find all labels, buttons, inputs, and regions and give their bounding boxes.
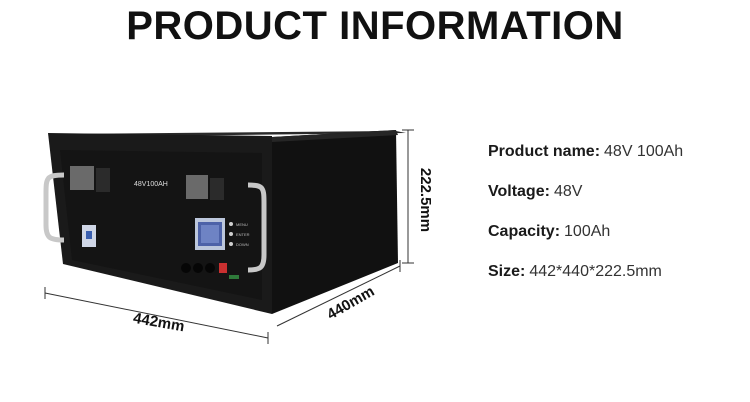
page-title: PRODUCT INFORMATION xyxy=(126,4,624,48)
svg-text:ENTER: ENTER xyxy=(236,232,250,237)
menu-button xyxy=(229,222,233,226)
terminal-positive xyxy=(70,166,94,190)
svg-text:DOWN: DOWN xyxy=(236,242,249,247)
spec-value: 48V 100Ah xyxy=(604,143,684,160)
spec-value: 100Ah xyxy=(564,223,611,240)
spec-row-capacity: Capacity:100Ah xyxy=(488,223,748,263)
port-2 xyxy=(193,263,203,273)
terminal-negative xyxy=(186,175,208,199)
spec-row-size: Size:442*440*222.5mm xyxy=(488,263,748,303)
spec-row-product-name: Product name:48V 100Ah xyxy=(488,143,748,183)
spec-label: Voltage: xyxy=(488,183,550,200)
spec-label: Size: xyxy=(488,263,526,280)
height-dimension-label: 222.5mm xyxy=(417,168,434,232)
svg-text:MENU: MENU xyxy=(236,222,248,227)
down-button xyxy=(229,242,233,246)
cabinet-side-face xyxy=(272,130,398,314)
port-3 xyxy=(205,263,215,273)
enter-button xyxy=(229,232,233,236)
model-text: 48V100AH xyxy=(134,181,168,188)
width-dimension-label: 442mm xyxy=(132,310,186,336)
right-handle xyxy=(247,182,267,273)
red-switch xyxy=(219,263,227,273)
spec-row-voltage: Voltage:48V xyxy=(488,183,748,223)
left-handle xyxy=(43,172,65,243)
spec-list: Product name:48V 100Ah Voltage:48V Capac… xyxy=(488,143,748,303)
spec-value: 48V xyxy=(553,183,583,200)
spec-label: Capacity: xyxy=(488,223,561,240)
port-1 xyxy=(181,263,191,273)
spec-value: 442*440*222.5mm xyxy=(529,263,662,280)
spec-label: Product name: xyxy=(488,143,601,160)
